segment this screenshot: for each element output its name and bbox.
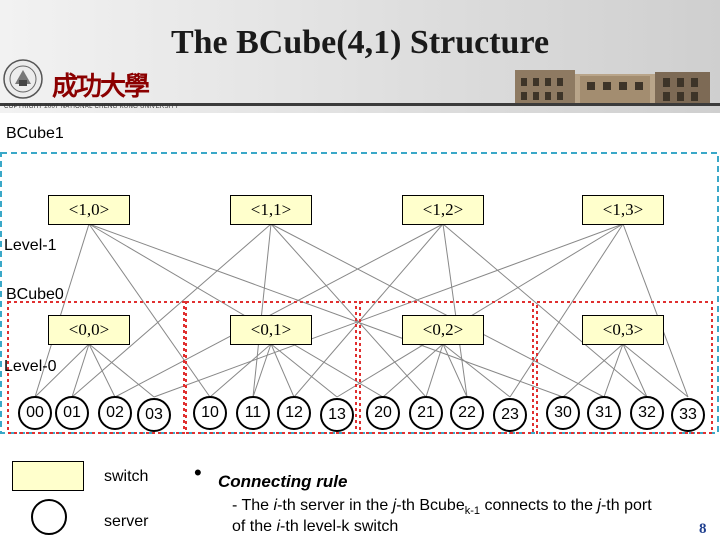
bcube0-boundary xyxy=(185,301,357,434)
level1-wire xyxy=(622,223,689,398)
slide-title: The BCube(4,1) Structure xyxy=(170,24,550,61)
server-node: 30 xyxy=(546,396,580,430)
level0-wire xyxy=(442,343,468,398)
server-node: 13 xyxy=(320,398,354,432)
level1-switch: <1,1> xyxy=(230,195,312,225)
bcube0-boundary xyxy=(7,301,185,434)
level0-wire xyxy=(34,343,90,398)
level1-wire xyxy=(114,223,444,398)
rule-text: -th port xyxy=(600,497,652,514)
level0-switch: <0,0> xyxy=(48,315,130,345)
connecting-rule-line2: of the i-th level-k switch xyxy=(232,518,398,536)
rule-var: i xyxy=(276,518,281,535)
slide-header xyxy=(0,0,720,113)
university-seal-icon xyxy=(3,59,43,99)
server-node: 33 xyxy=(671,398,705,432)
legend-server-label: server xyxy=(104,513,149,530)
rule-subscript: k-1 xyxy=(464,505,480,518)
copyright-text: COPYRIGHT 2007 NATIONAL CHENG KUNG UNIVE… xyxy=(4,104,180,110)
server-node: 00 xyxy=(18,396,52,430)
level1-wire xyxy=(509,223,624,398)
level1-wire xyxy=(88,223,211,398)
server-node: 23 xyxy=(493,398,527,432)
server-node: 21 xyxy=(409,396,443,430)
bullet-icon: • xyxy=(194,460,202,485)
bcube1-boundary xyxy=(0,152,719,434)
rule-text: of the xyxy=(232,518,277,535)
level1-wire xyxy=(153,223,624,398)
rule-text: -th server in the xyxy=(277,497,393,514)
level1-wire xyxy=(71,223,272,398)
level1-label: Level-1 xyxy=(4,237,57,254)
server-node: 32 xyxy=(630,396,664,430)
level0-switch: <0,1> xyxy=(230,315,312,345)
level0-wire xyxy=(252,343,272,398)
level0-wire xyxy=(603,343,624,398)
rule-text: - The xyxy=(232,497,274,514)
rule-var: j xyxy=(392,497,397,514)
level0-wire xyxy=(622,343,689,398)
level0-switch: <0,2> xyxy=(402,315,484,345)
bcube0-label: BCube0 xyxy=(6,286,64,303)
level1-wire xyxy=(442,223,468,398)
level0-wire xyxy=(71,343,90,398)
level0-wire xyxy=(270,343,295,398)
bcube0-boundary xyxy=(536,301,713,434)
level0-wire xyxy=(562,343,624,398)
server-node: 31 xyxy=(587,396,621,430)
bcube0-groups xyxy=(7,301,713,434)
level1-wire xyxy=(34,223,90,398)
level0-wire xyxy=(270,343,338,398)
level1-wire xyxy=(88,223,564,398)
level1-wire xyxy=(270,223,605,398)
bcube1-label: BCube1 xyxy=(6,125,64,142)
connection-wires xyxy=(34,223,689,398)
rule-var: j xyxy=(597,497,601,514)
level1-wire xyxy=(336,223,624,398)
level0-wire xyxy=(442,343,511,398)
level0-wire xyxy=(209,343,272,398)
server-node: 10 xyxy=(193,396,227,430)
level1-switch: <1,0> xyxy=(48,195,130,225)
rule-var: i xyxy=(273,497,278,514)
level1-wire xyxy=(293,223,444,398)
campus-buildings-image xyxy=(515,70,710,106)
server-node: 01 xyxy=(55,396,89,430)
server-node: 03 xyxy=(137,398,171,432)
level1-wire xyxy=(270,223,427,398)
server-node: 12 xyxy=(277,396,311,430)
level1-switch: <1,3> xyxy=(582,195,664,225)
rule-text: connects to the xyxy=(480,497,598,514)
page-number: 8 xyxy=(699,521,707,537)
legend-server-icon xyxy=(31,499,67,535)
level1-wire xyxy=(252,223,272,398)
level0-wire xyxy=(88,343,155,398)
level0-switch: <0,3> xyxy=(582,315,664,345)
legend-switch-label: switch xyxy=(104,468,149,485)
connecting-rule-title: Connecting rule xyxy=(218,472,348,491)
bcube0-boundary xyxy=(359,301,534,434)
header-divider xyxy=(0,103,720,106)
server-node: 22 xyxy=(450,396,484,430)
legend-switch-icon xyxy=(12,461,84,491)
server-node: 02 xyxy=(98,396,132,430)
level1-wire xyxy=(88,223,384,398)
server-node: 11 xyxy=(236,396,270,430)
level1-switch: <1,2> xyxy=(402,195,484,225)
connecting-rule-line1: - The i-th server in the j-th Bcubek-1 c… xyxy=(232,497,652,517)
level0-wire xyxy=(622,343,648,398)
level0-wire xyxy=(425,343,444,398)
level0-wire xyxy=(382,343,444,398)
rule-text: -th Bcube xyxy=(396,497,465,514)
level0-label: Level-0 xyxy=(4,358,57,375)
server-node: 20 xyxy=(366,396,400,430)
rule-text: -th level-k switch xyxy=(280,518,399,535)
level1-wire xyxy=(442,223,648,398)
university-logo-text: 成功大學 xyxy=(52,72,150,102)
